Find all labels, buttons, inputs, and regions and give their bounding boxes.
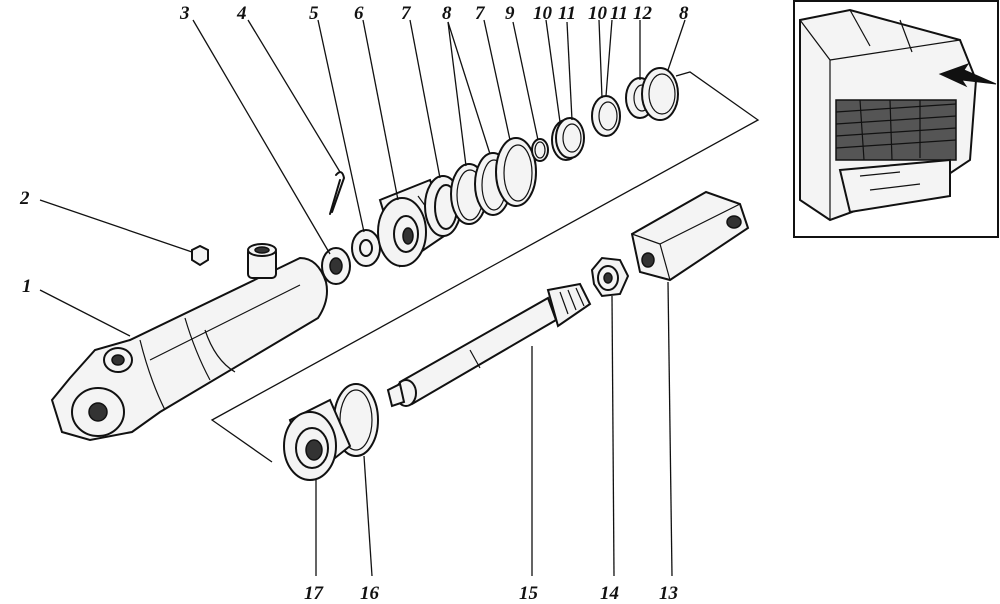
label-7b: 7 bbox=[475, 3, 486, 24]
cylinder-body bbox=[50, 243, 328, 442]
label-11a: 11 bbox=[558, 3, 576, 24]
label-13: 13 bbox=[659, 583, 678, 604]
tractor-cab-detail-with-arrow bbox=[799, 8, 997, 222]
gland-part bbox=[283, 398, 352, 481]
label-16: 16 bbox=[360, 583, 380, 604]
label-4: 4 bbox=[236, 3, 247, 24]
castle-nut-part bbox=[321, 247, 351, 285]
label-14: 14 bbox=[600, 583, 619, 604]
location-inset bbox=[793, 0, 999, 238]
bushings-10-11-12 bbox=[551, 67, 679, 161]
label-5: 5 bbox=[309, 3, 319, 24]
label-10b: 10 bbox=[588, 3, 608, 24]
small-nut-part bbox=[191, 244, 209, 267]
label-10a: 10 bbox=[533, 3, 553, 24]
label-3: 3 bbox=[179, 3, 190, 24]
label-9: 9 bbox=[505, 3, 515, 24]
washer-part bbox=[351, 229, 381, 267]
label-11b: 11 bbox=[610, 3, 628, 24]
rod-fork-part bbox=[630, 190, 750, 282]
assembly-guide-lines bbox=[210, 71, 760, 463]
hex-nut-part bbox=[590, 256, 630, 298]
callout-labels: 1 2 3 4 5 6 7 8 7 9 10 11 10 11 12 8 17 … bbox=[19, 3, 689, 604]
label-12: 12 bbox=[633, 3, 653, 24]
label-1: 1 bbox=[22, 276, 32, 297]
label-8b: 8 bbox=[679, 3, 689, 24]
cotter-pin-part bbox=[329, 171, 345, 215]
label-7a: 7 bbox=[401, 3, 412, 24]
label-6: 6 bbox=[354, 3, 364, 24]
piston-rod-part bbox=[386, 282, 592, 408]
label-2: 2 bbox=[19, 188, 30, 209]
label-17: 17 bbox=[304, 583, 325, 604]
leader-lines bbox=[39, 19, 686, 577]
seal-rings-7-8-9 bbox=[424, 137, 549, 237]
label-8a: 8 bbox=[442, 3, 452, 24]
label-15: 15 bbox=[519, 583, 539, 604]
